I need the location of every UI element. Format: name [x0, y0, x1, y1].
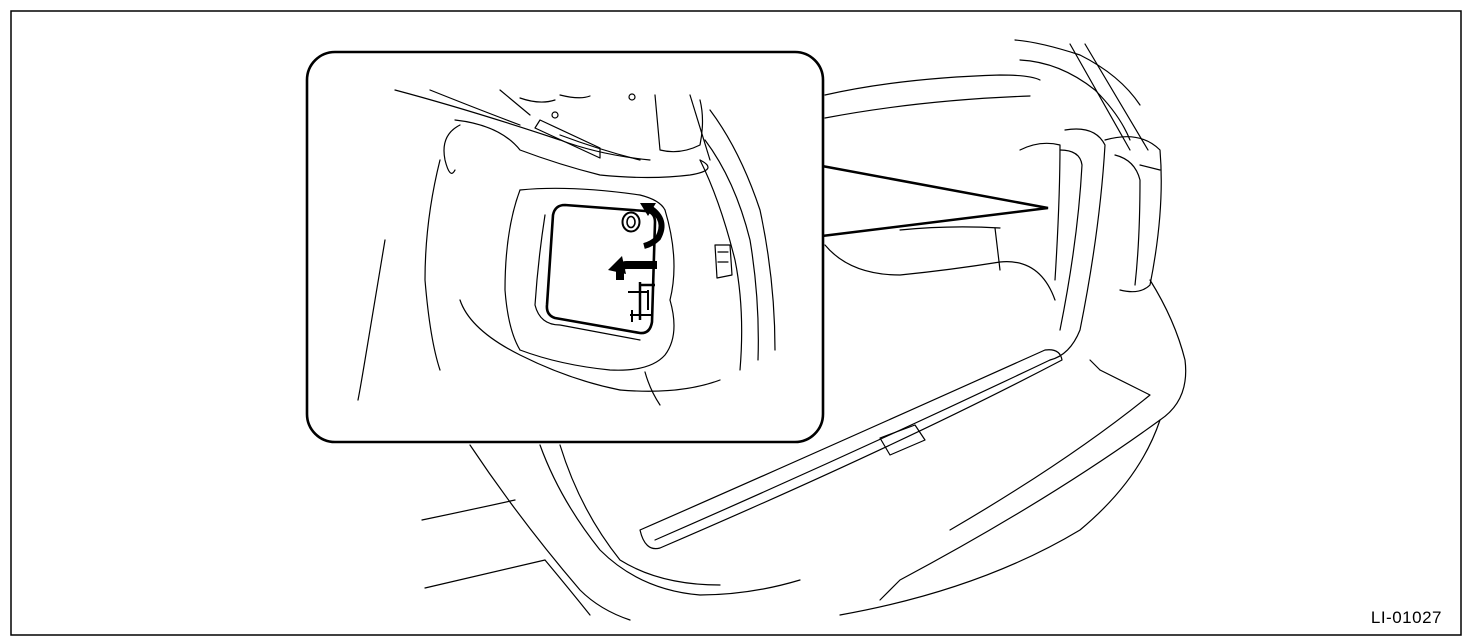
rotate-arrow-icon [640, 203, 665, 249]
screw-icon [621, 211, 641, 233]
callout-pointer [821, 164, 1049, 238]
pull-arrow-icon [608, 256, 657, 280]
figure-code: LI-01027 [1370, 608, 1442, 627]
figure-frame [10, 10, 1462, 636]
latch-hook [628, 282, 655, 322]
car-trunk-drawing [421, 39, 1187, 621]
detail-inset [305, 50, 825, 444]
